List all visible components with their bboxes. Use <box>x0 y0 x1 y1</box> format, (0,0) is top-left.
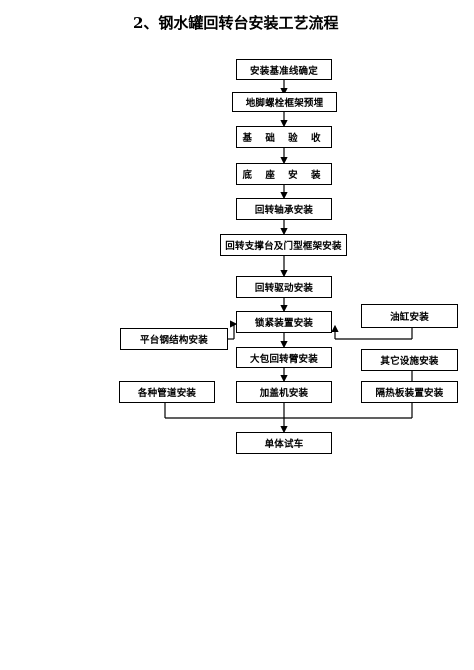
step-anchor-bolt-frame: 地脚螺栓框架预埋 <box>232 92 337 112</box>
side-heat-shield: 隔热板装置安装 <box>361 381 458 403</box>
step-slewing-bearing: 回转轴承安装 <box>236 198 332 220</box>
side-platform-steel: 平台钢结构安装 <box>120 328 228 350</box>
step-commissioning: 单体试车 <box>236 432 332 454</box>
step-base-install: 底 座 安 装 <box>236 163 332 185</box>
step-locking-device: 锁紧装置安装 <box>236 311 332 333</box>
step-cover-machine: 加盖机安装 <box>236 381 332 403</box>
page-title: 2、钢水罐回转台安装工艺流程 <box>133 14 339 32</box>
step-foundation-acceptance: 基 础 验 收 <box>236 126 332 148</box>
step-slewing-drive: 回转驱动安装 <box>236 276 332 298</box>
step-baseline: 安装基准线确定 <box>236 59 332 80</box>
step-ladle-turret-arm: 大包回转臂安装 <box>236 347 332 368</box>
step-support-and-portal-frame: 回转支撑台及门型框架安装 <box>220 234 347 256</box>
side-pipelines: 各种管道安装 <box>119 381 215 403</box>
side-other-facilities: 其它设施安装 <box>361 349 458 371</box>
side-oil-cylinder: 油缸安装 <box>361 304 458 328</box>
